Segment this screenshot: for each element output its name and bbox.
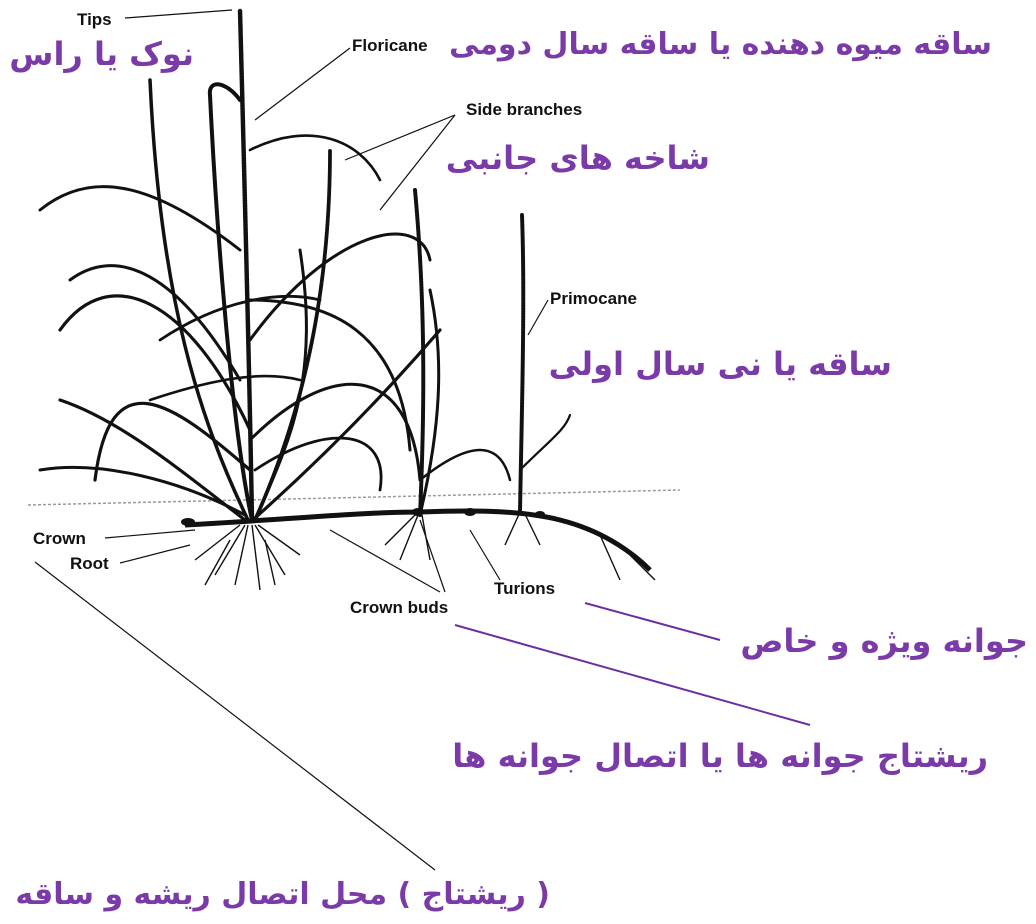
label-side-branches: Side branches (466, 100, 583, 119)
leader-crown (104, 529, 196, 539)
label-fa-floricane: ساقه میوه دهنده یا ساقه سال دومی (449, 27, 992, 62)
soil-line (27, 489, 681, 506)
label-floricane: Floricane (352, 36, 428, 55)
leader-turions (469, 529, 501, 581)
label-fa-crown-buds: ریشتاج جوانه ها یا اتصال جوانه ها (452, 737, 988, 775)
crown-buds-marks (181, 508, 545, 526)
leader-crown-long (34, 561, 436, 871)
label-crown: Crown (33, 529, 86, 548)
label-fa-crown: ( ریشتاج ) محل اتصال ریشه و ساقه (15, 877, 550, 912)
leader-tips (124, 9, 233, 19)
label-turions: Turions (494, 579, 556, 598)
leader-side-branches-1 (344, 114, 456, 161)
label-root: Root (70, 554, 109, 573)
leader-crown-buds-1 (329, 529, 441, 593)
label-fa-primocane: ساقه یا نی سال اولی (548, 345, 892, 383)
leader-primocane (527, 299, 549, 336)
persian-leader-lines (454, 602, 811, 726)
primocane-canes (413, 188, 572, 517)
leader-crown-buds-2 (419, 519, 446, 593)
roots (194, 511, 656, 591)
label-primocane: Primocane (550, 289, 637, 308)
label-tips: Tips (77, 10, 112, 29)
floricane-canes (38, 7, 442, 523)
callout-crown-buds (454, 624, 811, 726)
label-fa-tips: نوک یا راس (9, 35, 194, 73)
label-crown-buds: Crown buds (350, 598, 449, 617)
leader-floricane (254, 47, 351, 121)
label-fa-turions: جوانه ویژه و خاص (740, 622, 1028, 660)
leader-root (119, 544, 191, 564)
english-leader-lines (34, 9, 549, 871)
rhizome (184, 508, 652, 572)
callout-turions (584, 602, 721, 641)
label-fa-side-branches: شاخه های جانبی (445, 139, 710, 177)
leader-side-branches-2 (379, 114, 456, 211)
